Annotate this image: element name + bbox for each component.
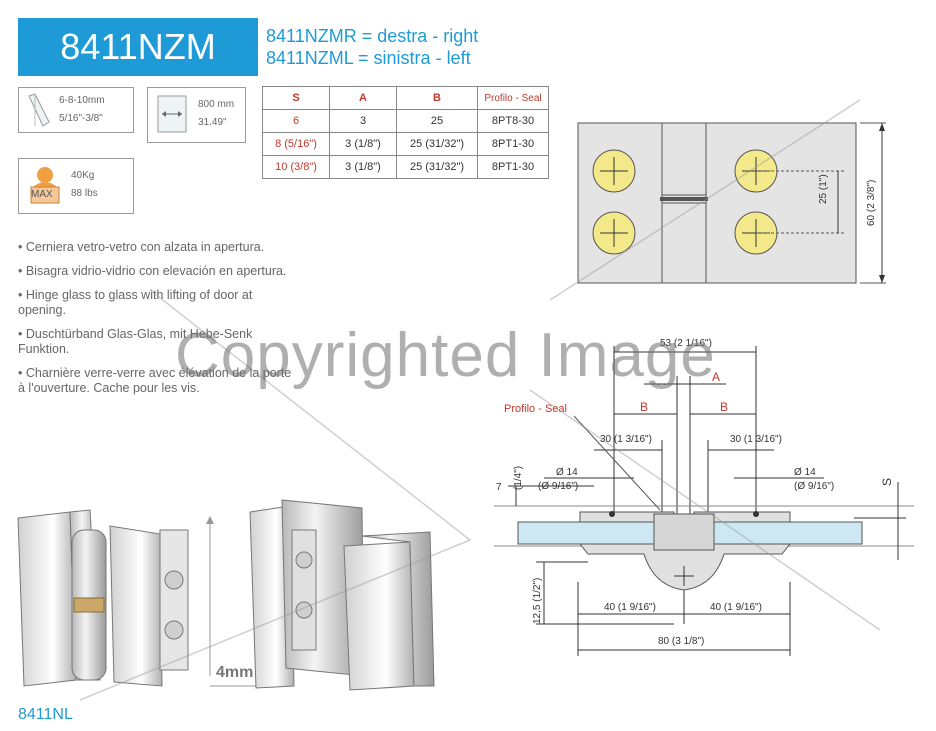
header-a: A bbox=[329, 86, 397, 110]
table-cell: 8PT8-30 bbox=[477, 109, 549, 133]
dim-40-left: 40 (1 9/16") bbox=[604, 602, 656, 613]
model-title-text: 8411NZM bbox=[60, 26, 216, 67]
desc-es: • Bisagra vidrio-vidrio con elevación en… bbox=[18, 264, 287, 278]
table-cell: 25 (31/32") bbox=[396, 155, 478, 179]
glass-thickness-box: 6-8-10mm 5/16"-3/8" bbox=[18, 87, 134, 133]
table-cell: 3 (1/8") bbox=[329, 155, 397, 179]
dim-25: 25 (1") bbox=[818, 174, 829, 204]
label-b-left: B bbox=[640, 400, 649, 414]
dia-left: Ø 14 bbox=[556, 467, 578, 478]
front-view-drawing bbox=[577, 122, 886, 284]
header-b: B bbox=[396, 86, 478, 110]
table-cell: 25 bbox=[396, 109, 478, 133]
weight-lbs: 88 lbs bbox=[71, 188, 98, 199]
table-row: 10 (3/8") 3 (1/8") 25 (31/32") 8PT1-30 bbox=[262, 155, 549, 179]
dia-left-in: (Ø 9/16") bbox=[538, 481, 579, 492]
label-b-right: B bbox=[720, 400, 729, 414]
label-a: A bbox=[712, 370, 721, 384]
dia-right-in: (Ø 9/16") bbox=[794, 481, 835, 492]
table-cell: 8PT1-30 bbox=[477, 155, 549, 179]
table-cell: 8PT1-30 bbox=[477, 132, 549, 156]
table-cell: 6 bbox=[262, 109, 330, 133]
dim-7-in: (1/4") bbox=[513, 465, 524, 490]
dim-53: 53 (2 1/16") bbox=[660, 338, 712, 349]
watermark: Copyrighted Image bbox=[175, 321, 716, 390]
section-drawing bbox=[494, 346, 914, 656]
variant-list: 8411NZMR = destra - right 8411NZML = sin… bbox=[266, 25, 478, 69]
weight-icon bbox=[30, 167, 60, 204]
dimension-table: S A B Profilo - Seal 6 3 25 8PT8-30 8 (5… bbox=[262, 86, 549, 179]
weight-kg: 40Kg bbox=[71, 170, 95, 181]
dim-7: 7 bbox=[496, 482, 502, 493]
max-weight-box: MAX 40Kg 88 lbs bbox=[18, 158, 134, 214]
glass-in: 5/16"-3/8" bbox=[59, 113, 103, 124]
table-cell: 3 (1/8") bbox=[329, 132, 397, 156]
description: • Cerniera vetro-vetro con alzata in ape… bbox=[18, 240, 293, 405]
header-seal: Profilo - Seal bbox=[477, 86, 549, 110]
table-cell: 8 (5/16") bbox=[262, 132, 330, 156]
table-row: 8 (5/16") 3 (1/8") 25 (31/32") 8PT1-30 bbox=[262, 132, 549, 156]
variant-left: 8411NZML = sinistra - left bbox=[266, 48, 471, 68]
label-s: S bbox=[880, 477, 894, 486]
table-cell: 10 (3/8") bbox=[262, 155, 330, 179]
profile-seal-label: Profilo - Seal bbox=[504, 403, 567, 415]
glass-mm: 6-8-10mm bbox=[59, 95, 105, 106]
desc-en: • Hinge glass to glass with lifting of d… bbox=[18, 288, 253, 317]
table-cell: 25 (31/32") bbox=[396, 132, 478, 156]
table-header-row: S A B Profilo - Seal bbox=[262, 86, 549, 110]
table-cell: 3 bbox=[329, 109, 397, 133]
max-label: MAX bbox=[31, 189, 53, 200]
dim-60: 60 (2 3/8") bbox=[866, 179, 877, 226]
dim-80: 80 (3 1/8") bbox=[658, 636, 705, 647]
desc-fr: • Charnière verre-verre avec élévation d… bbox=[18, 366, 292, 395]
dim-30-right: 30 (1 3/16") bbox=[730, 434, 782, 445]
desc-it: • Cerniera vetro-vetro con alzata in ape… bbox=[18, 240, 265, 254]
header-s: S bbox=[262, 86, 330, 110]
variant-right: 8411NZMR = destra - right bbox=[266, 26, 479, 46]
product-photo bbox=[17, 499, 435, 691]
desc-de: • Duschtürband Glas-Glas, mit Hebe-Senk … bbox=[18, 327, 253, 356]
footer-model-label: 8411NL bbox=[18, 706, 73, 723]
dim-30-left: 30 (1 3/16") bbox=[600, 434, 652, 445]
door-width-box: 800 mm 31.49" bbox=[147, 87, 246, 143]
model-title: 8411NZM bbox=[18, 18, 258, 76]
glass-pane-icon bbox=[28, 93, 50, 127]
lift-label: 4mm bbox=[216, 664, 254, 681]
dia-right: Ø 14 bbox=[794, 467, 816, 478]
dim-12: 12,5 (1/2") bbox=[532, 577, 543, 624]
dim-40-right: 40 (1 9/16") bbox=[710, 602, 762, 613]
width-mm: 800 mm bbox=[198, 99, 235, 110]
door-width-icon bbox=[157, 95, 187, 133]
width-in: 31.49" bbox=[198, 117, 227, 128]
table-row: 6 3 25 8PT8-30 bbox=[262, 109, 549, 133]
